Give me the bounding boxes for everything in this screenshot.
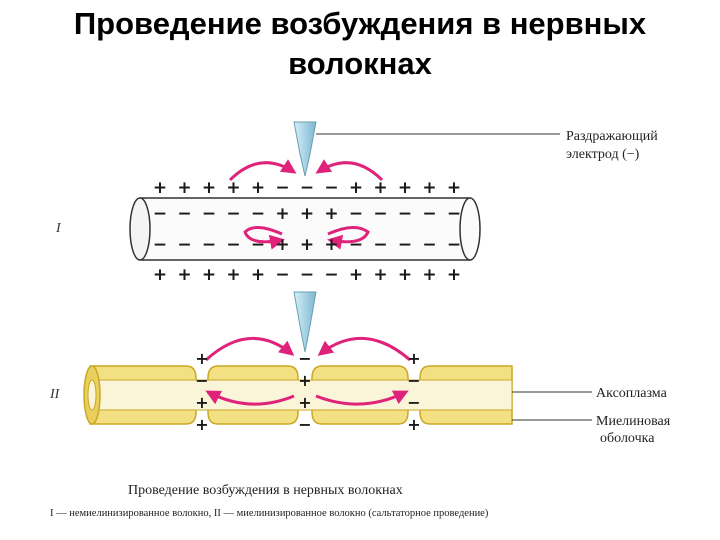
slide-title: Проведение возбуждения в нервных волокна… <box>0 4 720 84</box>
plus-sign: + <box>275 204 289 224</box>
current-arrow-inner-left <box>243 226 285 250</box>
plus-sign: + <box>447 265 461 285</box>
minus-sign: − <box>202 235 216 255</box>
plus-sign: + <box>251 178 265 198</box>
minus-sign: − <box>407 371 420 390</box>
minus-sign: − <box>226 235 240 255</box>
minus-sign: − <box>349 235 363 255</box>
minus-sign: − <box>251 204 265 224</box>
plus-sign: + <box>422 265 436 285</box>
figure-legend: I — немиелинизированное волокно, II — ми… <box>50 508 489 519</box>
minus-sign: − <box>275 265 289 285</box>
plus-sign: + <box>195 415 208 434</box>
stimulating-electrode-top <box>293 121 317 177</box>
plus-sign: + <box>373 265 387 285</box>
minus-sign: − <box>251 235 265 255</box>
minus-sign: − <box>373 235 387 255</box>
plus-sign: + <box>324 204 338 224</box>
plus-sign: + <box>407 415 420 434</box>
fiber-end-right <box>459 197 481 261</box>
saltatory-arrow-inner-left <box>205 390 295 406</box>
plus-sign: + <box>153 265 167 285</box>
minus-sign: − <box>300 178 314 198</box>
title-line-1: Проведение возбуждения в нервных <box>73 6 647 41</box>
electrode-label-line-2: электрод (−) <box>566 147 640 162</box>
current-arrow-top-left <box>228 159 297 182</box>
plus-sign: + <box>324 235 338 255</box>
minus-sign: − <box>300 265 314 285</box>
minus-sign: − <box>195 371 208 390</box>
stimulating-electrode-bottom <box>293 291 317 353</box>
minus-sign: − <box>202 204 216 224</box>
plus-sign: + <box>349 178 363 198</box>
minus-sign: − <box>422 235 436 255</box>
minus-sign: − <box>447 204 461 224</box>
charge-column-node-center: − + + − <box>298 349 311 434</box>
minus-sign: − <box>324 178 338 198</box>
current-arrow-top-right <box>315 159 384 182</box>
plus-sign: + <box>298 371 311 390</box>
plus-sign: + <box>177 265 191 285</box>
axoplasm-label: Аксоплазма <box>596 386 668 401</box>
charge-row-inner-lower: −−−−−+++−−−−− <box>153 235 461 255</box>
plus-sign: + <box>195 393 208 412</box>
plus-sign: + <box>195 349 208 368</box>
minus-sign: − <box>349 204 363 224</box>
minus-sign: − <box>177 235 191 255</box>
minus-sign: − <box>298 349 311 368</box>
charge-row-inner-upper: −−−−−+++−−−−− <box>153 204 461 224</box>
minus-sign: − <box>324 265 338 285</box>
saltatory-arrow-top-left <box>204 336 295 362</box>
current-arrow-inner-right <box>327 226 370 250</box>
myelin-label-line-1: Миелиновая <box>596 414 671 429</box>
myelin-label-line-2: оболочка <box>600 431 655 446</box>
plus-sign: + <box>398 265 412 285</box>
plus-sign: + <box>300 204 314 224</box>
plus-sign: + <box>226 265 240 285</box>
fiber-end-left <box>129 197 151 261</box>
unmyelinated-fiber-body <box>140 198 470 260</box>
minus-sign: − <box>407 393 420 412</box>
minus-sign: − <box>275 178 289 198</box>
plus-sign: + <box>275 235 289 255</box>
saltatory-arrow-top-right <box>317 336 411 362</box>
plus-sign: + <box>202 178 216 198</box>
plus-sign: + <box>202 265 216 285</box>
label-roman-two: II <box>49 387 61 402</box>
charge-row-outer-top: +++++−−−+++++ <box>153 178 461 198</box>
plus-sign: + <box>153 178 167 198</box>
label-roman-one: I <box>55 221 62 236</box>
axoplasm-end-left <box>87 379 97 411</box>
plus-sign: + <box>298 393 311 412</box>
minus-sign: − <box>153 204 167 224</box>
plus-sign: + <box>226 178 240 198</box>
plus-sign: + <box>349 265 363 285</box>
plus-sign: + <box>300 235 314 255</box>
charge-row-outer-bottom: +++++−−−+++++ <box>153 265 461 285</box>
figure-caption: Проведение возбуждения в нервных волокна… <box>128 483 403 498</box>
minus-sign: − <box>177 204 191 224</box>
plus-sign: + <box>177 178 191 198</box>
saltatory-arrow-inner-right <box>315 390 409 406</box>
minus-sign: − <box>226 204 240 224</box>
minus-sign: − <box>422 204 436 224</box>
electrode-label-line-1: Раздражающий <box>566 129 658 144</box>
plus-sign: + <box>373 178 387 198</box>
axoplasm-core <box>91 379 513 411</box>
minus-sign: − <box>398 204 412 224</box>
title-line-2: волокнах <box>288 46 432 81</box>
minus-sign: − <box>298 415 311 434</box>
charge-column-node-left: + − + + <box>195 349 208 434</box>
plus-sign: + <box>407 349 420 368</box>
plus-sign: + <box>398 178 412 198</box>
minus-sign: − <box>373 204 387 224</box>
minus-sign: − <box>398 235 412 255</box>
minus-sign: − <box>447 235 461 255</box>
plus-sign: + <box>447 178 461 198</box>
plus-sign: + <box>251 265 265 285</box>
minus-sign: − <box>153 235 167 255</box>
plus-sign: + <box>422 178 436 198</box>
charge-column-node-right: + − − + <box>407 349 420 434</box>
